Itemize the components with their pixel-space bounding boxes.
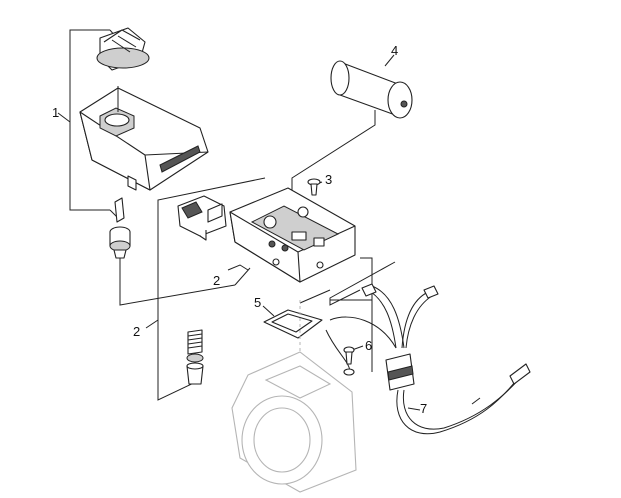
callout-labels: 1 2 2 3 4 5 6 7 — [52, 43, 427, 416]
gasket-part — [263, 309, 323, 339]
tank-housing-part — [79, 86, 209, 191]
callout-3: 3 — [325, 172, 332, 187]
valve-part — [109, 197, 131, 259]
knob-part — [96, 27, 150, 71]
callout-7: 7 — [420, 401, 427, 416]
callout-1: 1 — [52, 105, 59, 120]
screw-6-part — [343, 346, 355, 376]
switch-part — [177, 195, 227, 241]
cable-assembly-part — [325, 283, 531, 435]
screw-3-part — [307, 178, 321, 196]
callout-4: 4 — [391, 43, 398, 58]
terminal-box-part — [229, 187, 356, 283]
callout-2-left: 2 — [133, 324, 140, 339]
spring-plug-parts — [186, 329, 204, 385]
capacitor-part — [330, 60, 413, 119]
callout-5: 5 — [254, 295, 261, 310]
callout-6: 6 — [365, 338, 372, 353]
pump-housing-part — [231, 300, 357, 493]
callout-2-middle: 2 — [213, 273, 220, 288]
leader-lines — [57, 29, 421, 411]
